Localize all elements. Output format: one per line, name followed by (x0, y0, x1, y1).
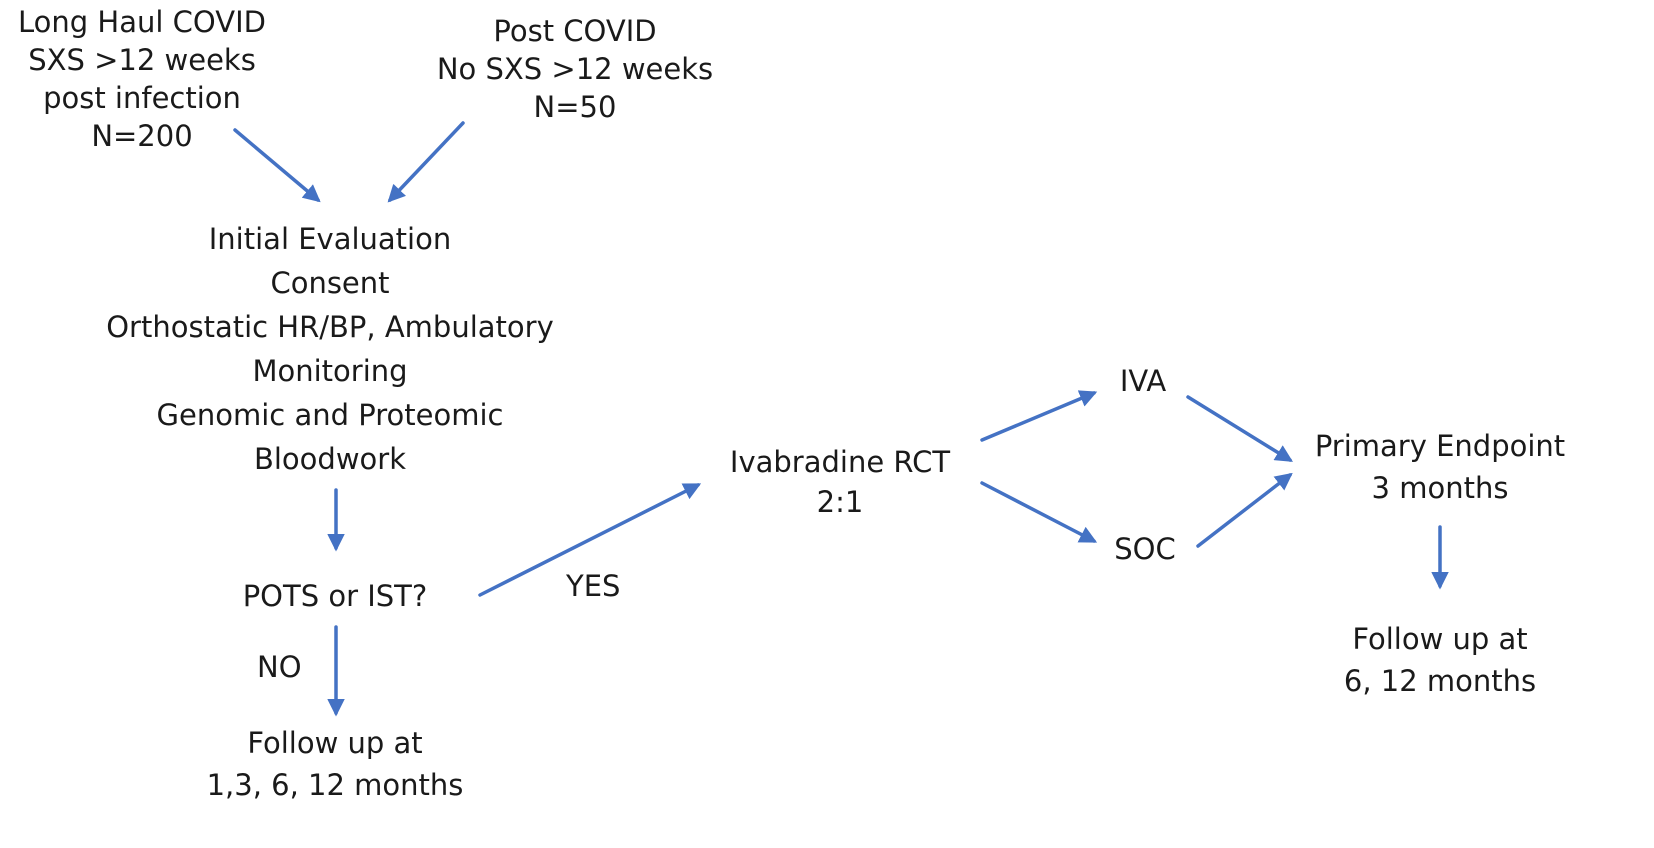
long-haul-covid-node-line: N=200 (91, 119, 193, 153)
long-haul-covid-node-line: SXS >12 weeks (28, 43, 256, 77)
ivabradine-rct-node: Ivabradine RCT 2:1 (700, 442, 980, 522)
follow-up-primary-node: Follow up at 6, 12 months (1300, 618, 1580, 702)
arrow-ivabradine-to-iva (980, 390, 1098, 442)
pots-or-ist-node-line: POTS or IST? (242, 579, 428, 613)
initial-evaluation-node-line: Genomic and Proteomic (156, 398, 504, 432)
follow-up-primary-node-line: Follow up at (1352, 622, 1528, 656)
long-haul-covid-node-line: Long Haul COVID (18, 5, 266, 39)
ivabradine-rct-node-line: Ivabradine RCT (729, 445, 951, 479)
primary-endpoint-node-line: Primary Endpoint (1314, 429, 1566, 463)
arrow-ivabradine-to-soc (980, 481, 1098, 543)
arrow-soc-to-endpoint (1196, 472, 1293, 548)
post-covid-node-line: Post COVID (493, 14, 657, 48)
arrow-pots-to-ivabradine (478, 483, 702, 597)
edge-label-no: NO (257, 650, 302, 684)
follow-up-no-node: Follow up at 1,3, 6, 12 months (190, 722, 480, 806)
arrow-iva-to-endpoint (1186, 395, 1293, 462)
ivabradine-rct-node-line: 2:1 (816, 485, 864, 519)
pots-or-ist-node: POTS or IST? (215, 577, 455, 615)
iva-node: IVA (1098, 362, 1188, 400)
arrow-post-covid-to-evaluation (387, 121, 465, 203)
primary-endpoint-node-line: 3 months (1371, 471, 1509, 505)
follow-up-no-node-line: 1,3, 6, 12 months (206, 768, 464, 802)
initial-evaluation-node-line: Initial Evaluation (208, 222, 452, 256)
edge-label-yes: YES (566, 569, 621, 603)
long-haul-covid-node-line: post infection (43, 81, 241, 115)
soc-node-line: SOC (1114, 532, 1176, 566)
initial-evaluation-node-line: Consent (270, 266, 390, 300)
arrow-long-haul-to-evaluation (233, 128, 321, 203)
soc-node: SOC (1100, 530, 1190, 568)
iva-node-line: IVA (1119, 364, 1167, 398)
initial-evaluation-node-line: Bloodwork (253, 442, 407, 476)
post-covid-node-line: No SXS >12 weeks (436, 52, 714, 86)
follow-up-primary-node-line: 6, 12 months (1343, 664, 1537, 698)
initial-evaluation-node-line: Orthostatic HR/BP, Ambulatory (106, 310, 554, 344)
long-haul-covid-node: Long Haul COVID SXS >12 weeks post infecti… (2, 3, 282, 155)
post-covid-node-line: N=50 (533, 90, 617, 124)
primary-endpoint-node: Primary Endpoint 3 months (1290, 425, 1590, 509)
follow-up-no-node-line: Follow up at (247, 726, 423, 760)
initial-evaluation-node-line: Monitoring (252, 354, 408, 388)
